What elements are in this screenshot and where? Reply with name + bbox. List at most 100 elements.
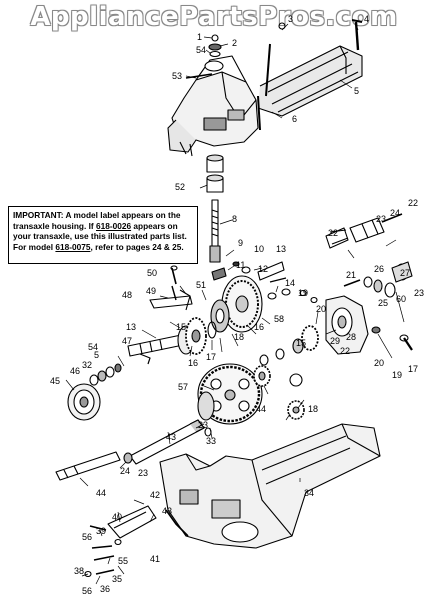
callout-23-top: 23: [376, 214, 386, 224]
callout-22-mid: 22: [328, 228, 338, 238]
notice-lead: IMPORTANT:: [13, 210, 64, 220]
callout-57: 57: [178, 382, 188, 392]
callout-16-right: 16: [254, 322, 264, 332]
callout-55: 55: [118, 556, 128, 566]
callout-51: 51: [196, 280, 206, 290]
callout-41: 41: [150, 554, 160, 564]
callout-15-right: 15: [296, 338, 306, 348]
callout-42: 42: [150, 490, 160, 500]
callout-19-low: 19: [392, 370, 402, 380]
callout-52: 52: [175, 182, 185, 192]
notice-text-2: appears on your transaxle, use this illu…: [13, 220, 187, 252]
left-shaft-assembly: [127, 317, 217, 365]
callout-21: 21: [346, 270, 356, 280]
callout-26: 26: [374, 264, 384, 274]
callout-17-low: 17: [408, 364, 418, 374]
bevel-gear-58: [210, 275, 263, 333]
callout-13-left: 13: [126, 322, 136, 332]
callout-49: 49: [146, 286, 156, 296]
spur-gear-57: [197, 363, 263, 425]
callout-46: 46: [70, 366, 80, 376]
callout-24-low: 24: [120, 466, 130, 476]
callout-36: 36: [100, 584, 110, 594]
callout-43-low: 43: [162, 506, 172, 516]
callout-54-top: 54: [196, 45, 206, 55]
callout-54-left: 54: [88, 342, 98, 352]
callout-22-top: 22: [408, 198, 418, 208]
bolt-19: [371, 326, 413, 351]
notice-model-2: 618-0075: [55, 241, 91, 252]
callout-6: 6: [292, 114, 297, 124]
small-gears: [253, 365, 305, 420]
callout-56-top: 56: [82, 532, 92, 542]
callout-1: 1: [197, 32, 202, 42]
lower-axle-44: [55, 451, 133, 481]
callout-29: 29: [330, 336, 340, 346]
callout-19-top: 19: [298, 288, 308, 298]
callout-58: 58: [274, 314, 284, 324]
watermark: AppliancePartsPros.com: [30, 2, 398, 32]
callout-45: 45: [50, 376, 60, 386]
callout-23-low: 23: [138, 468, 148, 478]
callout-60: 60: [396, 294, 406, 304]
callout-39: 39: [96, 526, 106, 536]
callout-12: 12: [258, 264, 268, 274]
pulley-45: [67, 383, 101, 421]
center-housing-28: [259, 295, 369, 366]
right-axle-parts: [325, 213, 413, 298]
callout-18-low: 18: [308, 404, 318, 414]
callout-14: 14: [285, 278, 295, 288]
callout-23-center: 23: [198, 420, 208, 430]
callout-44-mid: 44: [256, 404, 266, 414]
callout-34: 34: [304, 488, 314, 498]
callout-2: 2: [232, 38, 237, 48]
callout-48: 48: [122, 290, 132, 300]
callout-24-top: 24: [390, 208, 400, 218]
notice-text-3: , refer to pages 24 & 25.: [90, 241, 184, 252]
bushings-52: [206, 154, 224, 193]
callout-53: 53: [172, 71, 182, 81]
shift-fork: [149, 265, 193, 311]
shaft-8: [209, 199, 227, 281]
callout-25: 25: [378, 298, 388, 308]
important-notice: IMPORTANT: A model label appears on the …: [8, 206, 198, 264]
shaft-right: [267, 288, 318, 304]
shift-plate: [84, 505, 157, 578]
callout-35: 35: [112, 574, 122, 584]
callout-13-right: 13: [276, 244, 286, 254]
callout-44-low: 44: [96, 488, 106, 498]
callout-3: 3: [288, 14, 293, 24]
callout-10: 10: [254, 244, 264, 254]
upper-housing: [167, 19, 363, 157]
notice-text-1: A model label appears on the transaxle h…: [13, 210, 181, 231]
callout-4: 4: [364, 14, 369, 24]
callout-20-top: 20: [316, 304, 326, 314]
callout-50: 50: [147, 268, 157, 278]
callout-23-right: 23: [414, 288, 424, 298]
callout-16-left: 16: [188, 358, 198, 368]
callout-43: 43: [166, 432, 176, 442]
callout-5: 5: [354, 86, 359, 96]
lower-case-34: [159, 423, 381, 549]
callout-11: 11: [236, 260, 245, 270]
notice-model-1: 618-0026: [96, 220, 132, 231]
callout-32: 32: [82, 360, 92, 370]
callout-22-low: 22: [340, 346, 350, 356]
leader-lines: [65, 219, 405, 585]
callout-9: 9: [238, 238, 243, 248]
callout-47: 47: [122, 336, 132, 346]
callout-15-left: 15: [176, 322, 186, 332]
callout-27: 27: [400, 268, 410, 278]
callout-18-top: 18: [234, 332, 244, 342]
left-washers: [89, 363, 122, 386]
callout-40: 40: [112, 512, 122, 522]
callout-56-low: 56: [82, 586, 92, 596]
callout-8: 8: [232, 214, 237, 224]
callout-28: 28: [346, 332, 356, 342]
callout-5-left: 5: [94, 350, 99, 360]
callout-20-low: 20: [374, 358, 384, 368]
callout-38: 38: [74, 566, 84, 576]
callout-33: 33: [206, 436, 216, 446]
